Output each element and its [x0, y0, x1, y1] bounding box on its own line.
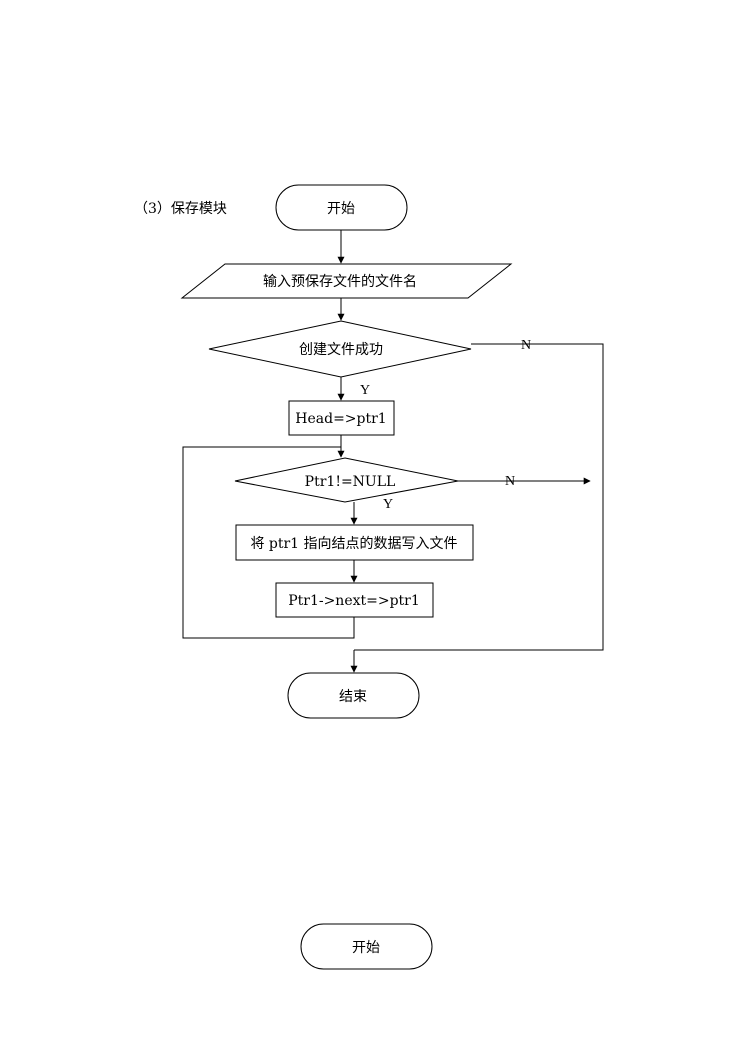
input-filename-parallelogram: 输入预保存文件的文件名 — [180, 263, 513, 299]
write-node-label: 将 ptr1 指向结点的数据写入文件 — [250, 536, 457, 552]
advance-ptr-process: Ptr1->next=>ptr1 — [275, 582, 434, 618]
start-label: 开始 — [327, 201, 355, 217]
create-no-label: N — [521, 338, 531, 353]
section-title: （3）保存模块 — [134, 201, 227, 217]
ptr-not-null-label: Ptr1!=NULL — [305, 474, 396, 490]
next-start-label: 开始 — [352, 940, 380, 956]
write-node-process: 将 ptr1 指向结点的数据写入文件 — [235, 524, 474, 561]
create-no-path — [354, 343, 604, 651]
end-terminator: 结束 — [287, 672, 420, 719]
advance-ptr-label: Ptr1->next=>ptr1 — [288, 593, 420, 609]
create-file-decision: 创建文件成功 — [208, 320, 472, 378]
ptr-not-null-decision: Ptr1!=NULL — [234, 457, 459, 503]
start-terminator: 开始 — [275, 184, 408, 231]
next-start-terminator: 开始 — [300, 923, 433, 970]
end-label: 结束 — [339, 689, 367, 705]
loop-back-path — [182, 446, 355, 639]
input-filename-label: 输入预保存文件的文件名 — [263, 274, 417, 290]
create-yes-label: Y — [360, 383, 370, 398]
null-yes-label: Y — [383, 497, 393, 512]
null-no-label: N — [505, 474, 515, 489]
create-file-label: 创建文件成功 — [299, 342, 383, 358]
head-assign-label: Head=>ptr1 — [295, 411, 386, 427]
head-assign-process: Head=>ptr1 — [288, 400, 395, 436]
